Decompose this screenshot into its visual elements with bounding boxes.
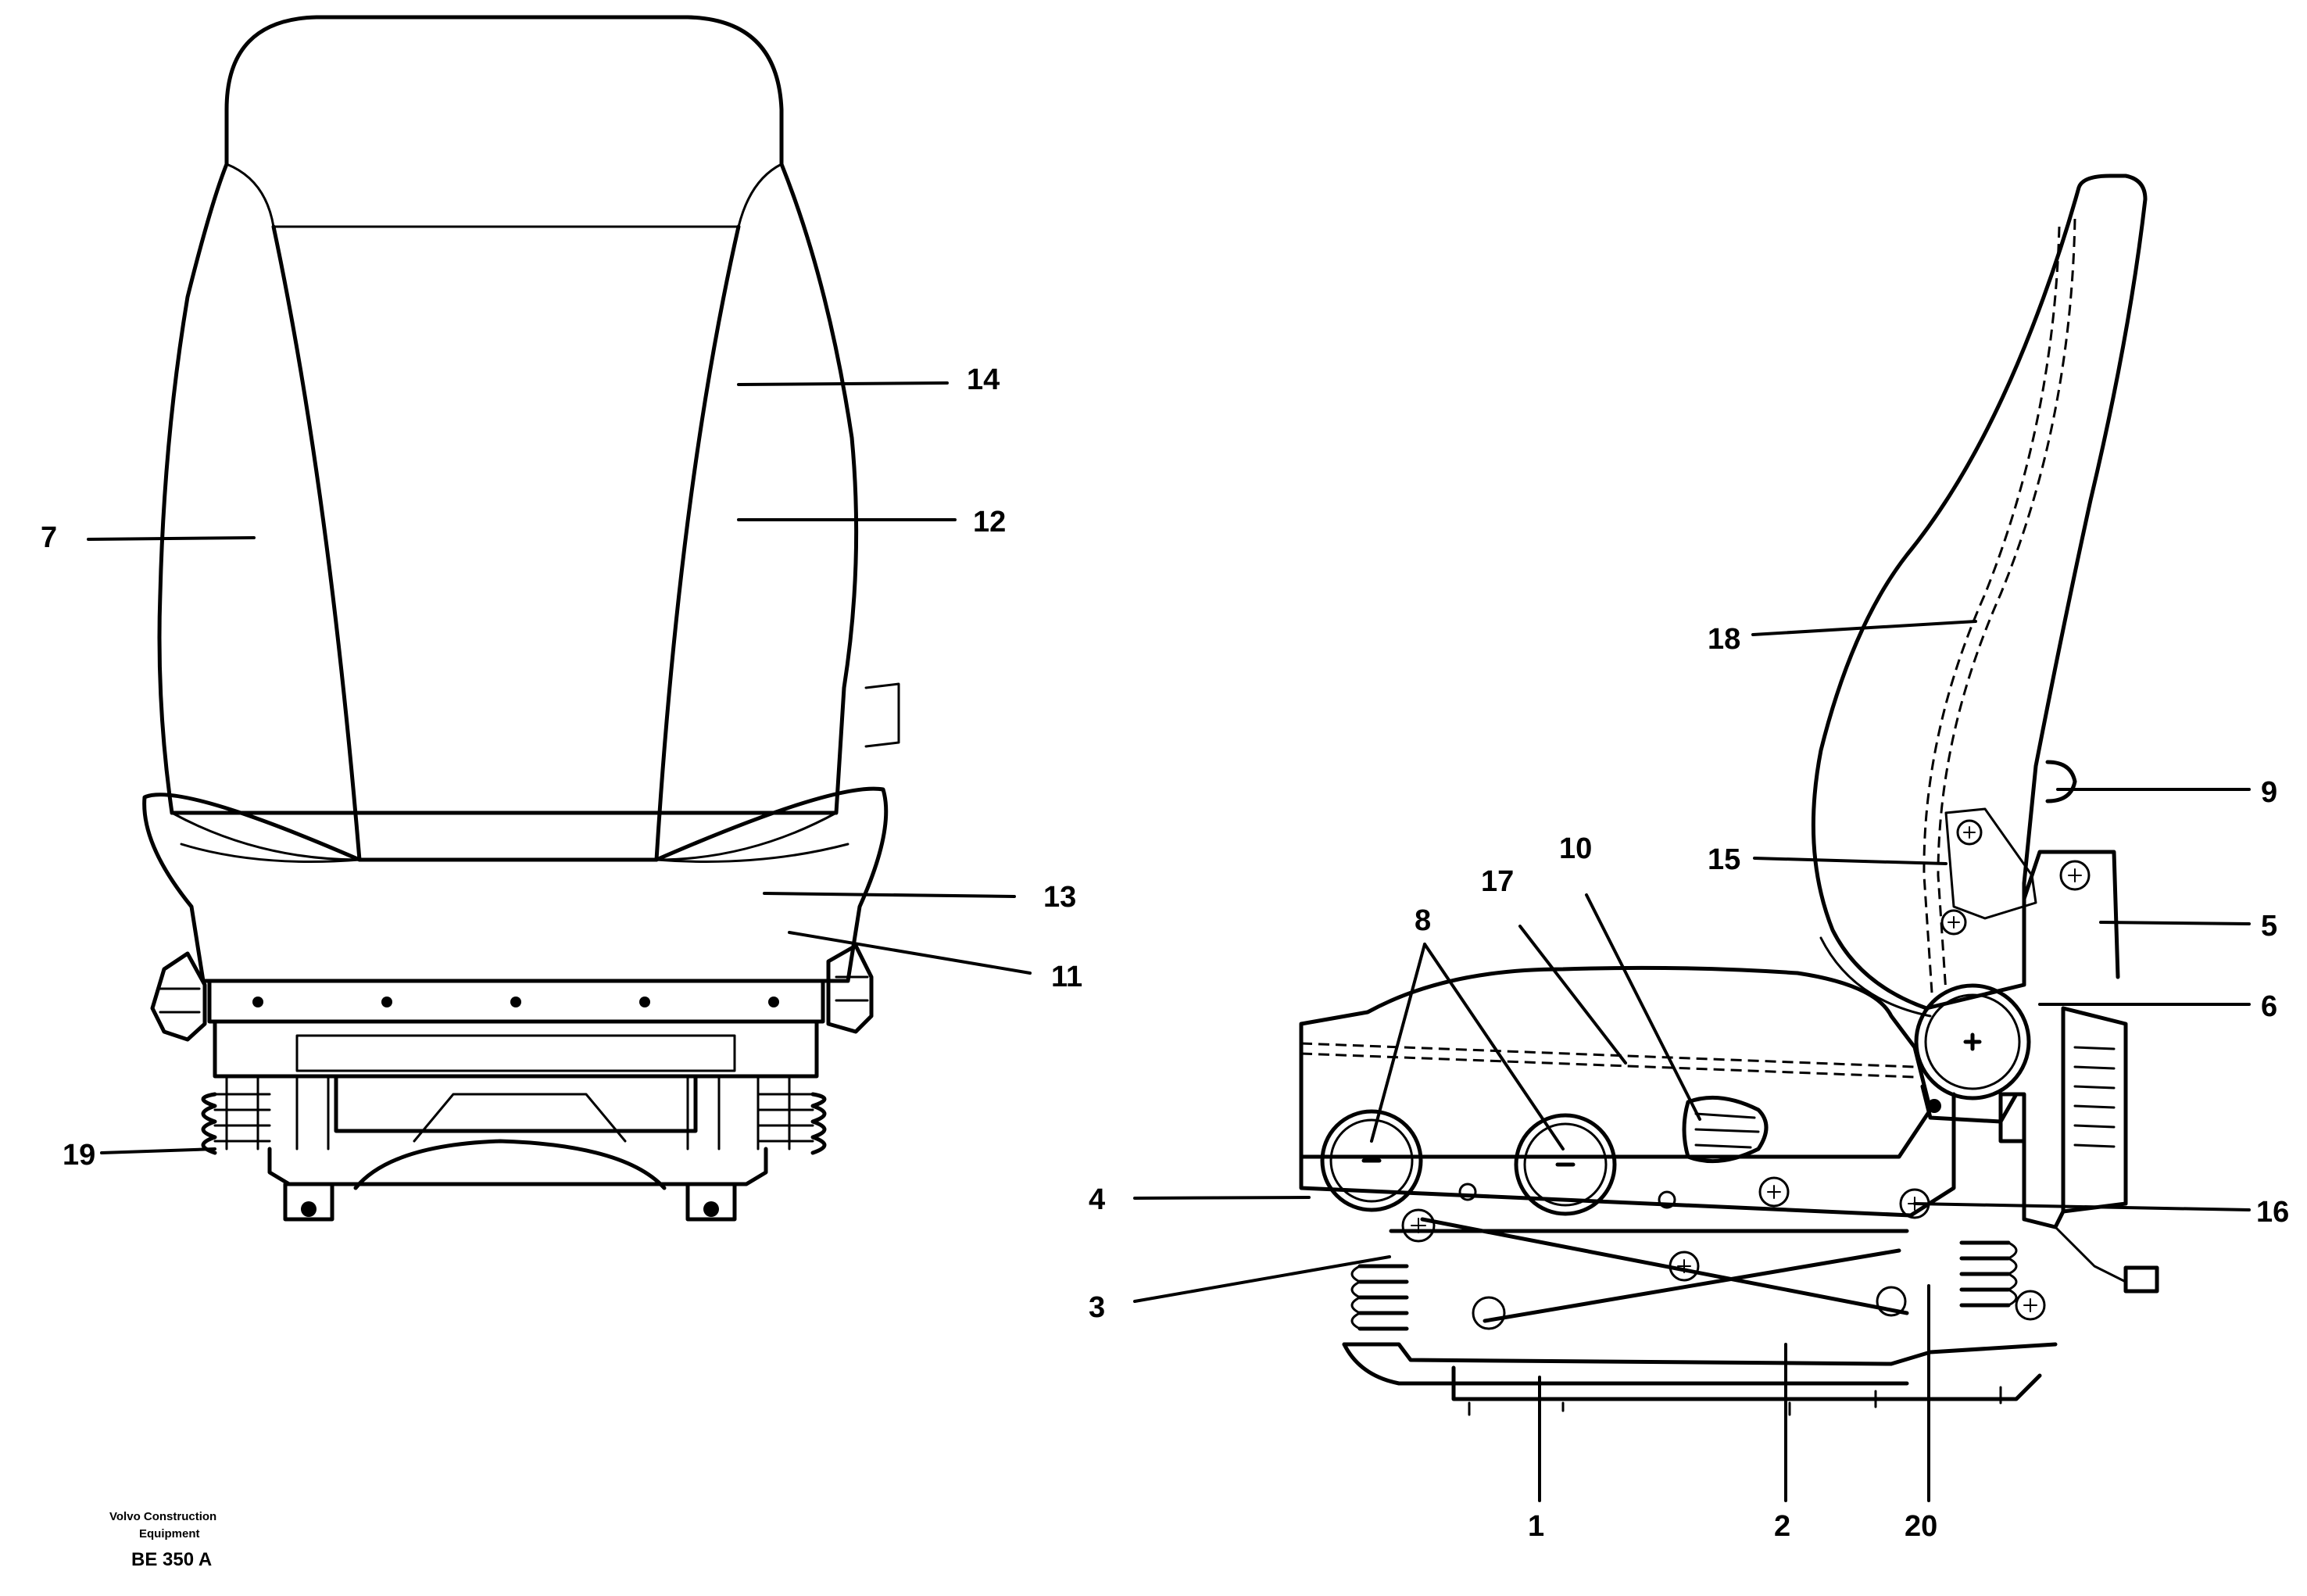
callout-3: 3 [1089,1291,1105,1324]
footer-figure-code: BE 350 A [131,1549,212,1570]
callout-18: 18 [1708,623,1740,656]
side-view-seat [1299,174,2159,1416]
callout-9: 9 [2261,776,2277,809]
callout-20: 20 [1905,1510,1937,1543]
footer-caption: Volvo Construction Equipment BE 350 A [109,1510,216,1570]
footer-division: Equipment [139,1527,200,1541]
callout-6: 6 [2261,990,2277,1023]
callout-17: 17 [1481,865,1514,898]
front-view-seat [142,15,900,1222]
callout-10: 10 [1559,832,1592,865]
callout-labels: 14 12 7 13 11 19 18 9 15 10 17 8 5 6 16 … [41,363,2289,1543]
callout-11: 11 [1051,961,1082,993]
callout-1: 1 [1528,1510,1544,1543]
leader-lines [87,381,2251,1502]
callout-2: 2 [1774,1510,1790,1543]
callout-14: 14 [967,363,1000,396]
callout-16: 16 [2256,1196,2289,1229]
callout-15: 15 [1708,843,1740,876]
callout-5: 5 [2261,910,2277,943]
callout-19: 19 [63,1139,95,1172]
callout-4: 4 [1089,1183,1105,1216]
callout-7: 7 [41,521,57,554]
callout-12: 12 [973,506,1006,539]
callout-8: 8 [1415,904,1431,937]
callout-13: 13 [1043,881,1076,914]
footer-company: Volvo Construction [109,1510,216,1523]
